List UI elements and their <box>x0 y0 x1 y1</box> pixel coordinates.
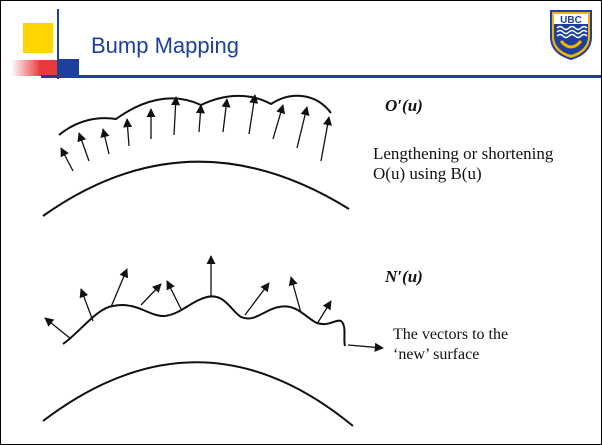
top-base-surface <box>42 160 350 217</box>
bottom-caption-line1: The vectors to the <box>393 326 509 343</box>
slide-title: Bump Mapping <box>91 33 239 58</box>
top-caption-line1: Lengthening or shortening <box>373 144 554 163</box>
bottom-caption: The vectors to the ‘new’ surface <box>393 325 508 365</box>
title-decoration-red-fade <box>11 60 41 76</box>
bottom-bumped-surface <box>62 295 346 347</box>
top-caption-line2: O(u) using B(u) <box>373 164 482 183</box>
bottom-caption-line2: ‘new’ surface <box>393 346 480 363</box>
bottom-base-surface <box>42 361 354 427</box>
ubc-logo: UBC <box>550 10 592 61</box>
o-prime-label: O′(u) <box>385 96 423 115</box>
n-prime-label: N′(u) <box>385 267 423 286</box>
title-decoration-blue-square <box>59 59 79 77</box>
title-decoration-vertical-line <box>57 9 59 79</box>
top-bumped-surface <box>58 94 332 136</box>
svg-text:UBC: UBC <box>560 15 582 26</box>
bottom-normal-arrows <box>44 255 384 352</box>
top-caption: Lengthening or shortening O(u) using B(u… <box>373 144 553 184</box>
title-underline <box>41 75 601 78</box>
top-displacement-arrows <box>60 94 333 172</box>
title-decoration-yellow-square <box>23 23 53 53</box>
